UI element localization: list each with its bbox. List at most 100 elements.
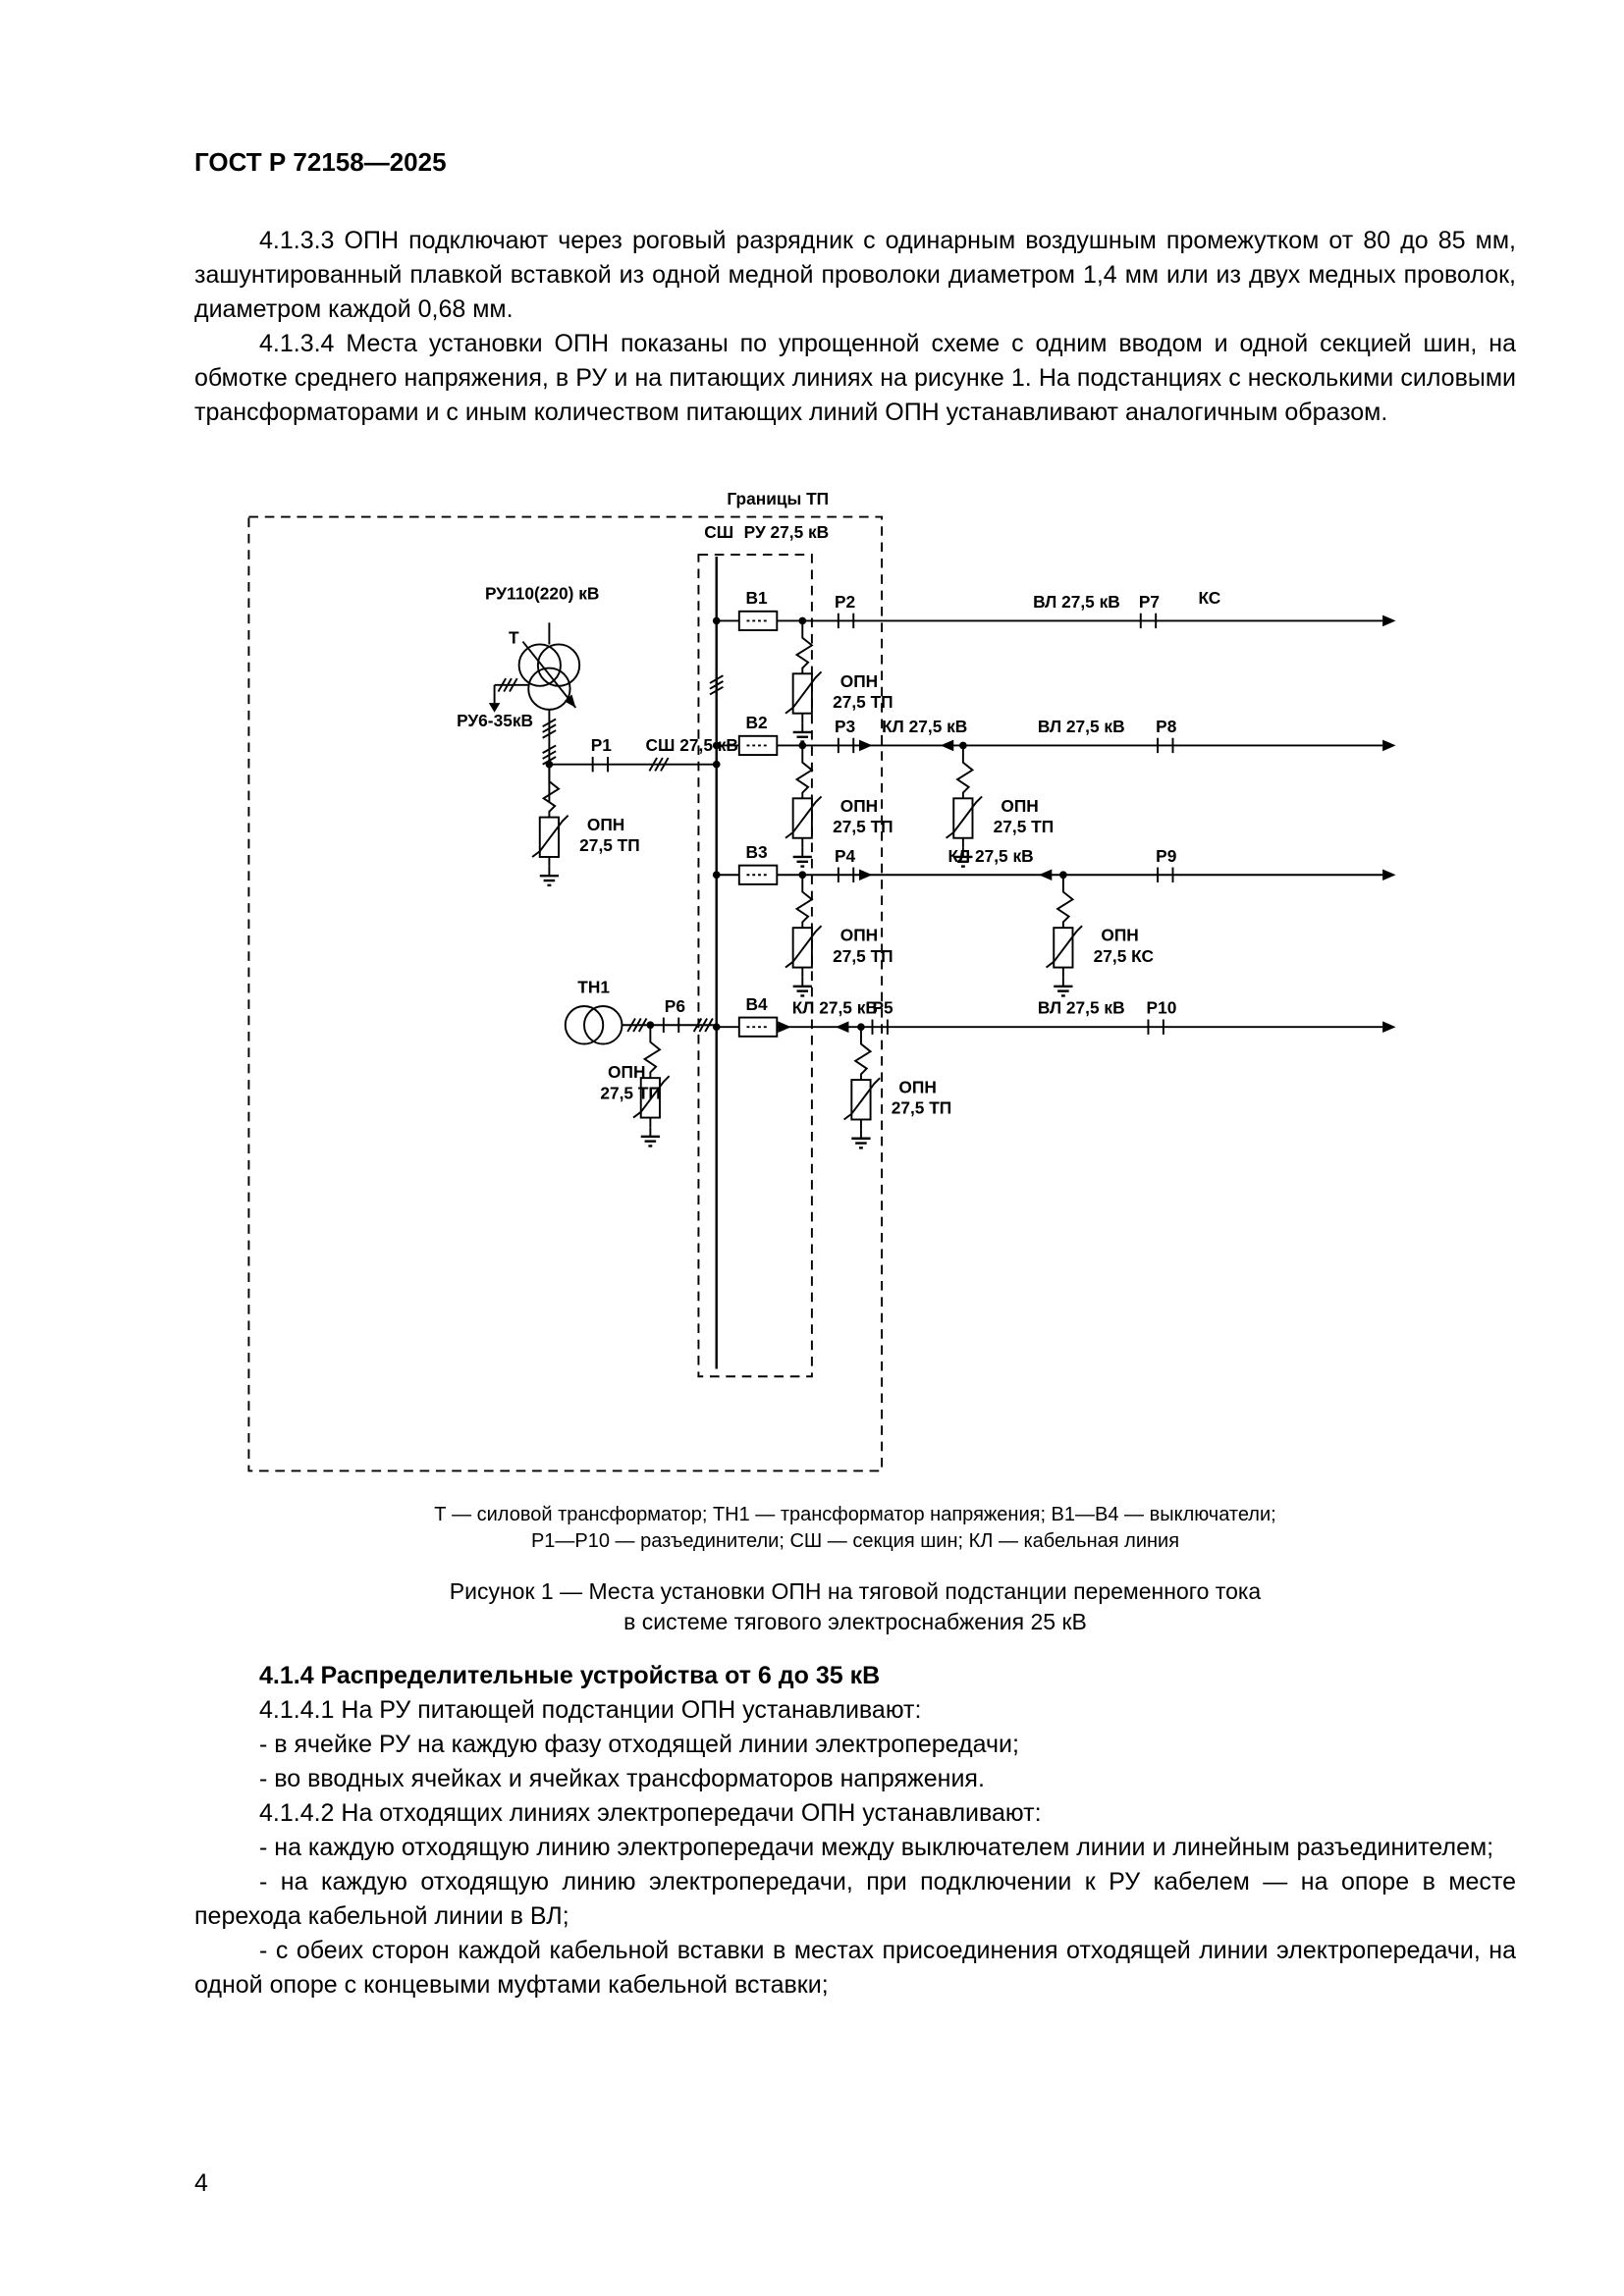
list-item: - в ячейке РУ на каждую фазу отходящей л… <box>259 1731 1019 1758</box>
breaker-2 <box>737 734 779 757</box>
label-tn1: ТН1 <box>577 978 610 997</box>
transformer-tick <box>497 677 507 693</box>
cable-tick <box>698 1018 708 1033</box>
label-opn-rating: 27,5 ТП <box>833 817 893 836</box>
label-p2: Р2 <box>835 592 855 612</box>
label-opn-rating: 27,5 КС <box>1094 946 1155 966</box>
label-ru-27-5: РУ 27,5 кВ <box>744 522 830 542</box>
page-number: 4 <box>194 2169 208 2197</box>
label-p3: Р3 <box>835 717 855 736</box>
label-sh: СШ <box>704 522 733 542</box>
label-opn-rating: 27,5 ТП <box>600 1083 661 1102</box>
list-item: - во вводных ячейках и ячейках трансформ… <box>259 1765 985 1792</box>
label-ks: КС <box>1198 588 1220 608</box>
label-breaker: В3 <box>746 842 768 862</box>
paragraph-4-1-3-4: 4.1.3.4 Места установки ОПН показаны по … <box>194 330 1516 426</box>
transformer-tick <box>542 750 557 760</box>
arrow-icon <box>1382 1021 1396 1033</box>
label-ru-110: РУ110(220) кВ <box>485 583 599 603</box>
label-opn: ОПН <box>608 1062 645 1082</box>
breaker-3 <box>737 864 779 885</box>
transformer-tick <box>503 677 513 693</box>
arrow-icon <box>1382 869 1396 881</box>
legend-line-1: Т — силовой трансформатор; ТН1 — трансфо… <box>434 1504 1276 1525</box>
list-item: - с обеих сторон каждой кабельной вставк… <box>194 1937 1516 1999</box>
cable-end-icon <box>1038 869 1053 881</box>
breaker-1 <box>737 610 779 631</box>
label-opn-rating: 27,5 ТП <box>833 946 893 966</box>
paragraph-4-1-4-2: 4.1.4.2 На отходящих линиях электроперед… <box>259 1799 1042 1827</box>
transformer-tick <box>509 677 518 693</box>
cable-end-icon <box>940 739 954 752</box>
list-item: - на каждую отходящую линию электроперед… <box>259 1834 1494 1861</box>
tn1-winding <box>564 1005 605 1045</box>
bus-tick <box>709 674 724 684</box>
label-t: Т <box>509 628 519 648</box>
label-opn: ОПН <box>840 671 878 691</box>
label-kl: КЛ 27,5 кВ <box>792 998 878 1018</box>
cable-tick <box>654 757 664 772</box>
label-opn: ОПН <box>587 815 624 834</box>
opn-row-3-ks <box>1047 875 1083 995</box>
opn-row-4 <box>844 1027 881 1148</box>
transformer-winding <box>536 643 581 687</box>
label-vl: ВЛ 27,5 кВ <box>1038 998 1125 1018</box>
caption-line-1: Рисунок 1 — Места установки ОПН на тягов… <box>449 1578 1262 1604</box>
cable-tick <box>626 1018 636 1033</box>
label-p6: Р6 <box>665 996 685 1016</box>
label-breaker: В2 <box>746 713 768 732</box>
label-kl: КЛ 27,5 кВ <box>947 846 1033 866</box>
label-breaker: В1 <box>746 588 769 608</box>
label-vl: ВЛ 27,5 кВ <box>1038 717 1125 736</box>
label-p10: Р10 <box>1147 998 1177 1018</box>
transformer-arrow <box>564 694 576 708</box>
label-opn: ОПН <box>1101 926 1138 945</box>
label-opn: ОПН <box>1001 796 1038 816</box>
label-opn-rating: 27,5 ТП <box>833 692 893 712</box>
caption-line-2: в системе тягового электроснабжения 25 к… <box>623 1609 1087 1634</box>
label-ru6: РУ6-35кВ <box>457 711 533 730</box>
document-header: ГОСТ Р 72158—2025 <box>194 147 447 177</box>
label-opn-rating: 27,5 ТП <box>579 835 640 855</box>
label-breaker: В4 <box>746 994 769 1014</box>
opn-row-2 <box>785 745 822 866</box>
transformer-tick <box>542 729 557 739</box>
cable-tick <box>704 1018 714 1033</box>
opn-transformer <box>532 765 568 885</box>
label-p1: Р1 <box>591 735 613 755</box>
figure-caption: Рисунок 1 — Места установки ОПН на тягов… <box>194 1576 1516 1637</box>
transformer-tick <box>542 723 557 733</box>
transformer-winding <box>527 667 571 711</box>
opn-row-1 <box>785 620 822 741</box>
cable-end-icon <box>778 1021 791 1033</box>
arrow-icon <box>1382 739 1396 752</box>
transformer-tick <box>542 744 557 754</box>
label-p7: Р7 <box>1139 592 1160 612</box>
ru-27-5-block <box>697 554 813 1378</box>
transformer-tick <box>542 718 557 728</box>
ru6-arrow <box>488 703 501 713</box>
label-p8: Р8 <box>1156 717 1177 736</box>
label-p4: Р4 <box>835 846 856 866</box>
cable-tick <box>648 757 658 772</box>
cable-tick <box>692 1018 703 1033</box>
bus-tick <box>709 680 724 690</box>
label-p5: Р5 <box>872 998 893 1018</box>
label-opn: ОПН <box>840 926 878 945</box>
paragraph-4-1-3-3: 4.1.3.3 ОПН подключают через роговый раз… <box>194 227 1516 323</box>
label-vl: ВЛ 27,5 кВ <box>1033 592 1120 612</box>
cable-end-icon <box>835 1021 849 1033</box>
label-sh-27-5: СШ 27,5 кВ <box>646 735 738 755</box>
cable-tick <box>632 1018 642 1033</box>
junction-dot <box>712 760 721 769</box>
label-p9: Р9 <box>1156 846 1176 866</box>
section-heading: 4.1.4 Распределительные устройства от 6 … <box>259 1662 881 1689</box>
bus-tick <box>709 685 724 696</box>
figure-legend: Т — силовой трансформатор; ТН1 — трансфо… <box>194 1502 1516 1555</box>
transformer-regulator <box>521 640 577 709</box>
label-boundary: Границы ТП <box>727 489 829 508</box>
label-opn: ОПН <box>898 1078 936 1097</box>
